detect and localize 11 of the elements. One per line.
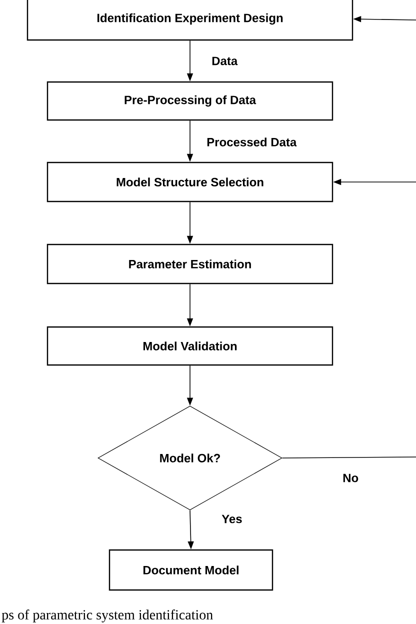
process-box: Model Validation: [46, 326, 334, 366]
edge-label: No: [342, 472, 360, 484]
caption: ps of parametric system identification: [2, 610, 213, 622]
process-box: Parameter Estimation: [46, 244, 334, 284]
process-box: Model Structure Selection: [46, 162, 334, 202]
process-box: Pre-Processing of Data: [46, 81, 334, 121]
edge-label: Yes: [220, 514, 244, 524]
edge-label: Data: [210, 56, 239, 66]
process-box: Document Model: [108, 549, 274, 591]
process-box: Identification Experiment Design: [26, 0, 354, 41]
edge-label: Processed Data: [206, 136, 298, 148]
